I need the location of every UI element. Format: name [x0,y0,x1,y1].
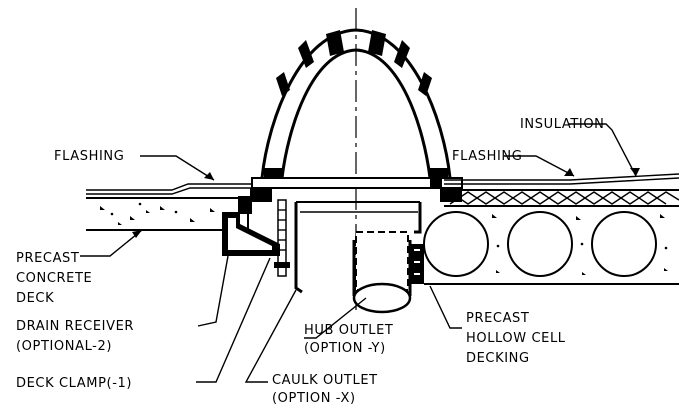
label-precast-concrete-deck-2: CONCRETE [16,271,92,286]
label-flashing-left: FLASHING [54,149,124,164]
label-deck-clamp: DECK CLAMP(-1) [16,376,132,391]
arrowheads [132,168,640,238]
hub-outlet-pipe [352,231,424,314]
drain-receiver [222,196,280,256]
leader-lines [80,123,637,383]
precast-hollow-cell-decking [423,173,679,285]
label-drain-receiver-1: DRAIN RECEIVER [16,319,134,334]
label-caulk-outlet-2: (OPTION -X) [272,391,356,406]
label-precast-concrete-deck-3: DECK [16,291,54,306]
label-flashing-right: FLASHING [452,149,522,164]
label-precast-hollow-cell-3: DECKING [466,351,530,366]
label-insulation: INSULATION [520,117,604,132]
label-precast-hollow-cell-1: PRECAST [466,311,529,326]
label-hub-outlet-2: (OPTION -Y) [304,341,386,356]
label-caulk-outlet-1: CAULK OUTLET [272,373,378,388]
drain-body [250,177,463,294]
dome-strainer [260,28,452,182]
label-precast-hollow-cell-2: HOLLOW CELL [466,331,566,346]
label-precast-concrete-deck-1: PRECAST [16,251,79,266]
label-drain-receiver-2: (OPTIONAL-2) [16,339,112,354]
label-hub-outlet-1: HUB OUTLET [304,323,393,338]
